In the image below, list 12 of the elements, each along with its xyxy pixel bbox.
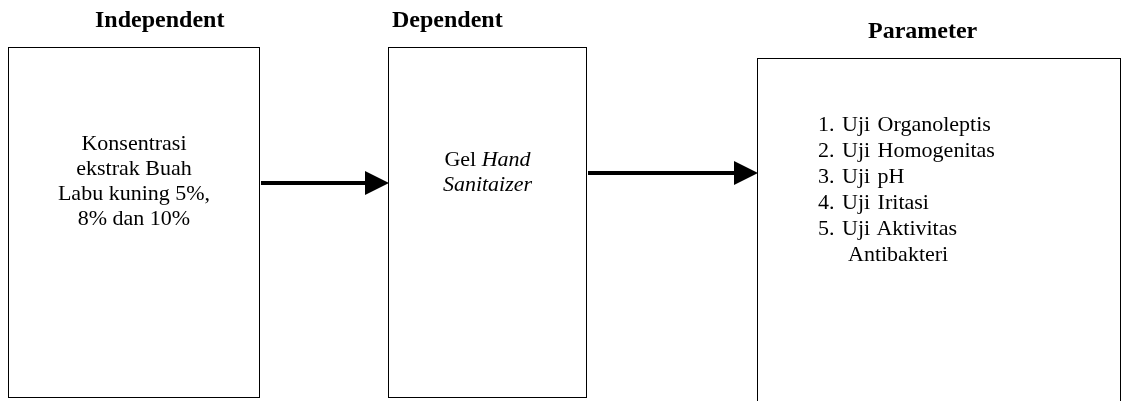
arrow: [261, 171, 389, 195]
column-heading: Dependent: [392, 6, 503, 33]
arrow: [588, 161, 758, 185]
list-item: 3. Uji pH: [818, 163, 906, 189]
column-heading: Independent: [95, 6, 225, 33]
list-item: 5. Uji Aktivitas Antibakteri: [818, 215, 959, 267]
box-text: Konsentrasi ekstrak Buah Labu kuning 5%, 8% dan 10%: [56, 130, 212, 230]
list-item: 2. Uji Homogenitas: [818, 137, 996, 163]
column-heading: Parameter: [868, 17, 978, 44]
list-item: 1. Uji Organoleptis: [818, 111, 992, 137]
box-text: Gel Hand Sanitaizer: [441, 146, 534, 196]
list-item: 4. Uji Iritasi: [818, 189, 930, 215]
